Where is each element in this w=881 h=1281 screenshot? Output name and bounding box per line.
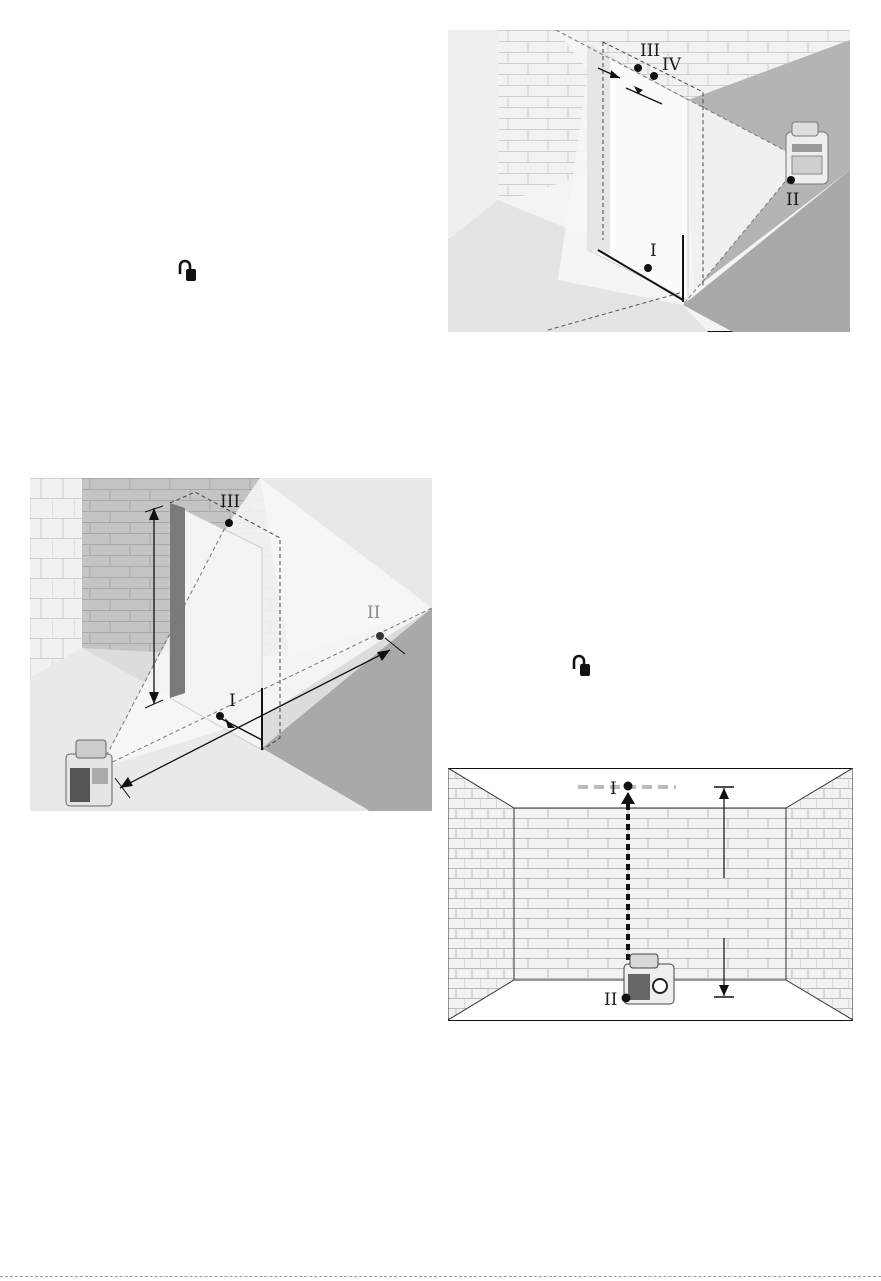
label-I: I	[229, 691, 236, 711]
floor-point	[622, 994, 631, 1003]
label-III: III	[640, 41, 660, 61]
point-marker	[225, 519, 233, 527]
door-jamb	[170, 503, 185, 698]
page-cut-line	[0, 1276, 881, 1277]
label-II: II	[786, 190, 799, 210]
padlock-open-icon	[176, 258, 200, 284]
padlock-open-icon	[570, 653, 594, 679]
point-marker	[644, 264, 652, 272]
left-wall	[448, 768, 514, 1020]
label-II: II	[367, 603, 380, 623]
left-wall	[30, 478, 82, 678]
label-II: II	[604, 990, 617, 1010]
point-marker	[216, 712, 224, 720]
point-marker	[634, 64, 642, 72]
label-IV: IV	[662, 55, 682, 75]
label-I: I	[610, 779, 617, 799]
label-III: III	[220, 492, 240, 512]
point-marker	[376, 632, 384, 640]
door-jamb	[588, 45, 610, 255]
figure-vertical-line-check: III IV I II	[448, 30, 850, 332]
figure-ceiling-plumb-check: I II	[448, 768, 853, 1021]
ceiling-point	[624, 782, 633, 791]
point-marker	[787, 176, 795, 184]
label-I: I	[650, 241, 657, 261]
point-marker	[650, 72, 658, 80]
figure-height-measurement: III I II	[30, 478, 432, 811]
right-wall	[786, 768, 853, 1020]
